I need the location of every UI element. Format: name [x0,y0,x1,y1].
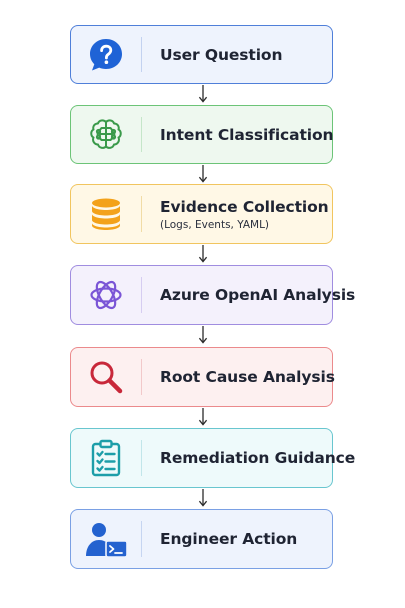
step-azure-openai-analysis: Azure OpenAI Analysis [70,265,355,325]
question-bubble-icon [71,26,141,83]
step-divider [141,36,142,73]
magnifier-icon [71,348,141,406]
step-divider [141,521,142,557]
step-divider [141,277,142,313]
arrow-down-icon [198,489,208,507]
arrow-down-icon [198,326,208,344]
arrow-down-icon [198,408,208,426]
database-icon [71,185,141,243]
step-label: Engineer Action [160,530,298,548]
openai-icon [71,266,141,324]
step-user-question: User Question [70,25,333,84]
step-divider [141,116,142,153]
step-remediation-guidance: Remediation Guidance [70,428,355,488]
step-label: Evidence Collection [160,197,329,216]
step-evidence-collection: Evidence Collection (Logs, Events, YAML) [70,184,333,244]
arrow-down-icon [198,165,208,183]
step-divider [141,440,142,476]
arrow-down-icon [198,85,208,103]
step-label: User Question [160,45,283,64]
clipboard-checklist-icon [71,429,141,487]
step-label: Root Cause Analysis [160,368,335,386]
step-divider [141,196,142,232]
step-label: Azure OpenAI Analysis [160,286,356,304]
step-root-cause-analysis: Root Cause Analysis [70,347,335,407]
brain-icon [71,106,141,163]
step-label: Remediation Guidance [160,449,356,467]
engineer-terminal-icon [71,510,141,568]
step-sublabel: (Logs, Events, YAML) [160,218,270,231]
step-engineer-action: Engineer Action [70,509,333,569]
step-divider [141,359,142,395]
arrow-down-icon [198,245,208,263]
step-label: Intent Classification [160,125,334,144]
step-intent-classification: Intent Classification [70,105,334,164]
